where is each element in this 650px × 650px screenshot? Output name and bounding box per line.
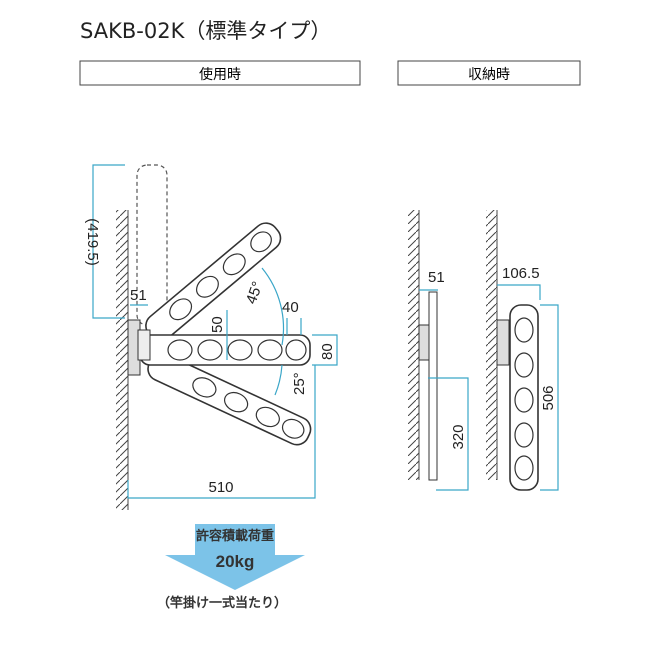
section-header-stored [397,60,581,86]
section-label-in-use: 使用時 [199,66,241,83]
dim-stored-pole-height: 320 [450,424,467,449]
dim-arm-length: 510 [208,479,233,496]
wall-hatch-left [408,210,419,480]
load-arrow: 許容積載荷重 20kg （竿掛け一式当たり） [157,524,305,611]
dim-bracket-depth: 51 [130,287,147,304]
stored-pole [428,291,438,481]
in-use-view: (419.5) 51 45° 40 50 80 25° 510 [84,164,338,510]
folded-arm-outline [136,164,168,326]
load-value: 20kg [216,552,255,571]
dim-offset-40: 40 [282,299,299,316]
dim-stored-depth: 106.5 [502,265,540,282]
wall-hatch-right [486,210,497,480]
section-label-stored: 収納時 [468,67,510,83]
dim-angle-down: 25° [291,372,308,395]
load-note: （竿掛け一式当たり） [157,595,287,611]
arm-horizontal [139,334,311,366]
dim-stored-height: 506 [540,385,557,410]
dim-stored-pole-depth: 51 [428,269,445,286]
arm-lowered [147,352,312,446]
down-arrow-icon [165,524,305,590]
stored-view: 51 320 106.5 506 [408,210,559,491]
title: SAKB-02K（標準タイプ） [80,19,331,43]
dim-arm-height: 80 [319,343,336,360]
wall-hatch [116,210,128,510]
load-label: 許容積載荷重 [196,528,274,544]
dim-angle-up: 45° [243,279,267,306]
dim-height-folded: (419.5) [84,218,101,266]
section-header-in-use [79,60,361,86]
stored-arm [509,304,539,491]
dim-offset-50: 50 [209,316,226,333]
